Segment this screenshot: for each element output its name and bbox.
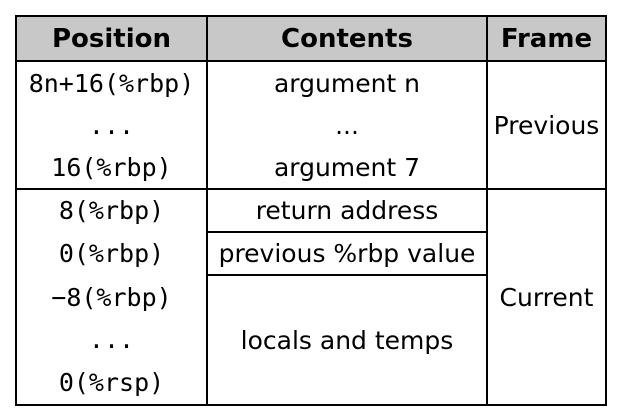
frame-label-previous: Previous	[493, 110, 600, 140]
frame-divider	[17, 188, 605, 190]
position-cell: 0(%rbp)	[58, 239, 165, 268]
contents-cell: argument n	[273, 68, 421, 98]
stack-frame-table: Position Contents Frame 8n+16(%rbp) ... …	[15, 15, 607, 406]
position-cell: −8(%rbp)	[51, 282, 172, 312]
contents-cell: previous %rbp value	[218, 239, 476, 268]
position-cell: 8(%rbp)	[58, 196, 165, 225]
header-frame: Frame	[500, 23, 593, 54]
return-address-divider	[208, 231, 486, 233]
contents-cell: return address	[255, 196, 439, 225]
header-contents: Contents	[281, 23, 413, 54]
header-position: Position	[51, 23, 172, 54]
header-row	[17, 17, 605, 60]
position-cell: 8n+16(%rbp)	[28, 68, 195, 98]
position-column-divider	[206, 17, 208, 404]
frame-label-current: Current	[499, 282, 594, 312]
saved-rbp-divider	[208, 274, 486, 276]
frame-column-divider	[486, 17, 488, 404]
header-divider	[17, 60, 605, 62]
position-cell: ...	[88, 325, 135, 354]
position-cell: 16(%rbp)	[51, 152, 172, 182]
contents-cell: ...	[335, 110, 359, 140]
contents-cell: argument 7	[273, 152, 421, 182]
contents-cell-locals: locals and temps	[240, 325, 454, 355]
position-cell: 0(%rsp)	[58, 368, 165, 397]
position-cell: ...	[88, 110, 135, 140]
